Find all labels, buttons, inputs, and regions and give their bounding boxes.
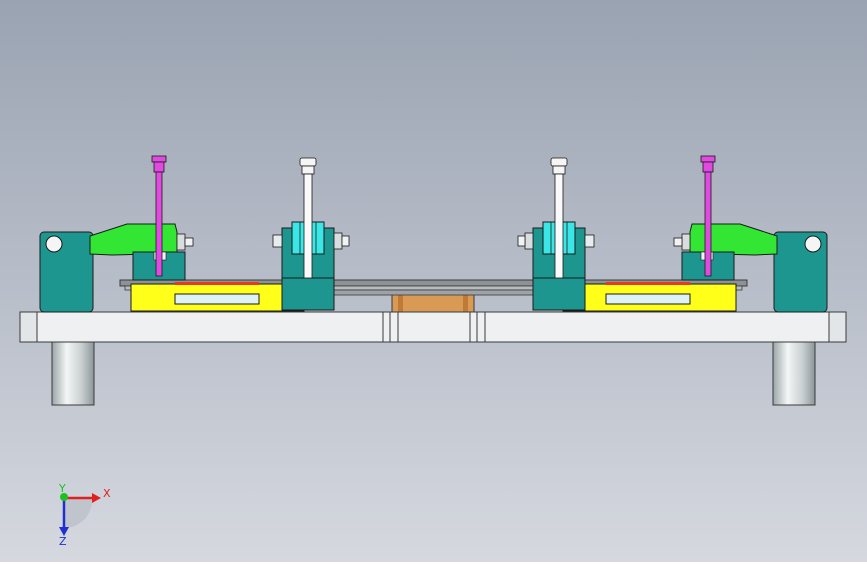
right-magenta-pin [700,155,716,277]
y-axis-dot-icon [60,493,68,501]
left-support-leg [51,340,95,406]
y-axis-label: Y [58,482,66,495]
x-axis-label: X [103,487,111,500]
right-clamp-pad [562,282,737,312]
right-white-pin [550,157,568,279]
left-clamp-arm [89,223,194,256]
left-magenta-pin [151,155,167,277]
triad-shadow [64,498,93,529]
orientation-triad[interactable]: X Y Z [58,482,111,548]
center-block [391,293,475,313]
x-arrow-icon [92,493,101,503]
base-plate [19,311,847,343]
right-support-leg [772,340,816,406]
right-clamp-body [773,231,828,313]
left-clamp-pad [130,282,305,312]
left-clamp-body [39,231,94,313]
left-white-pin [299,157,317,279]
z-arrow-icon [59,527,69,536]
z-axis-label: Z [59,535,67,548]
